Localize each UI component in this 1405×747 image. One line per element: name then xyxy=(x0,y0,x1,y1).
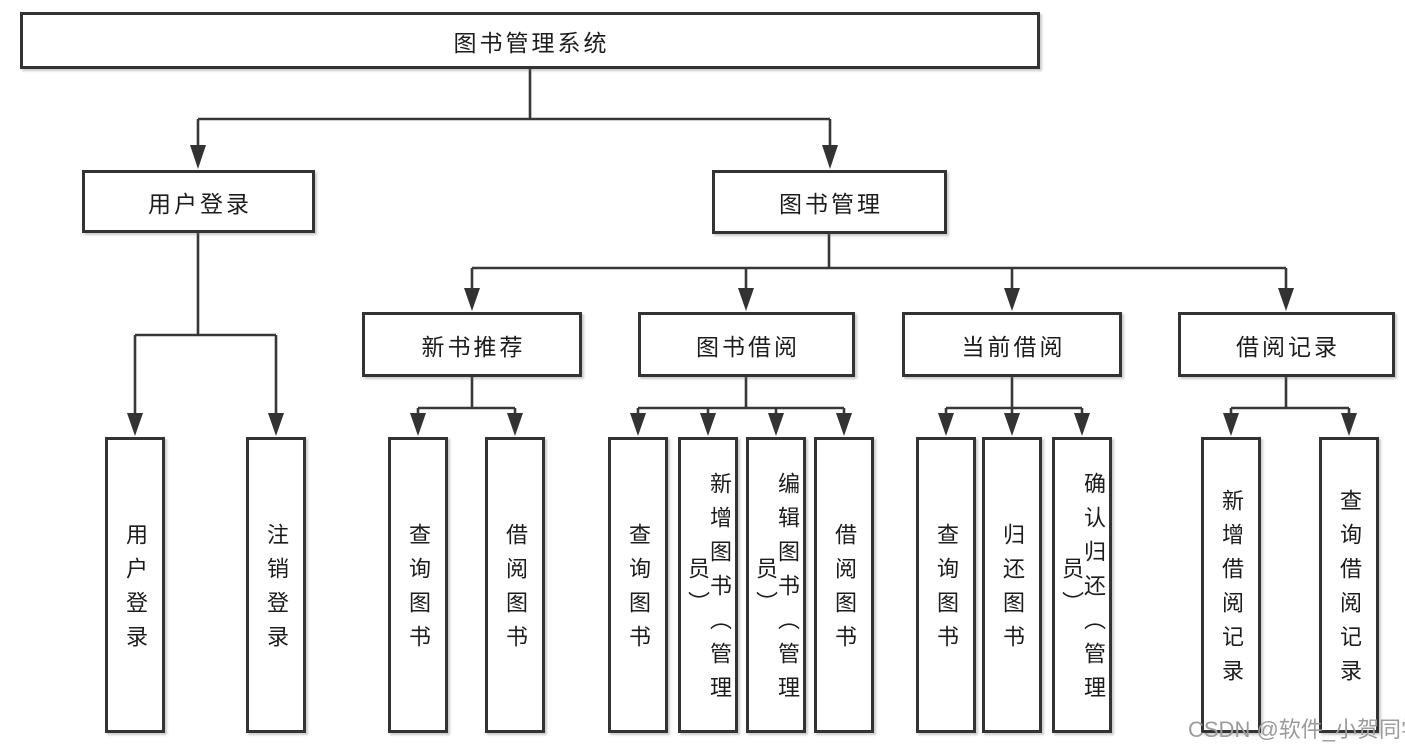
arrowhead-icon xyxy=(410,413,426,436)
leaf-query-borrow-record: 查询借阅记录 xyxy=(1319,437,1379,733)
arrowhead-icon xyxy=(938,413,954,436)
node-book-borrowing: 图书借阅 xyxy=(638,312,855,377)
connector-book-management-branch xyxy=(470,234,1288,290)
node-borrowing-records: 借阅记录 xyxy=(1178,312,1395,377)
node-library-management-system: 图书管理系统 xyxy=(20,12,1040,69)
arrowhead-icon xyxy=(464,288,480,311)
arrowhead-icon xyxy=(768,413,784,436)
node-book-management-module: 图书管理 xyxy=(712,170,947,234)
leaf-borrow-books-recommend: 借阅图书 xyxy=(485,437,545,733)
arrowhead-icon xyxy=(836,413,852,436)
leaf-user-login: 用户登录 xyxy=(105,437,165,733)
connector-user-login-branch xyxy=(133,233,278,415)
arrowhead-icon xyxy=(507,413,523,436)
leaf-return-book: 归还图书 xyxy=(982,437,1042,733)
arrowhead-icon xyxy=(1278,288,1294,311)
leaf-query-books-borrow: 查询图书 xyxy=(608,437,668,733)
leaf-add-book-admin: 新增图书（管理员） xyxy=(678,437,738,733)
arrowhead-icon xyxy=(700,413,716,436)
arrowhead-icon xyxy=(127,413,143,436)
arrowhead-icon xyxy=(1341,413,1357,436)
csdn-watermark: CSDN @软件_小贺同学 xyxy=(1188,717,1405,742)
connector-new-book-branch xyxy=(416,377,517,415)
leaf-logout: 注销登录 xyxy=(246,437,306,733)
leaf-borrow-books: 借阅图书 xyxy=(814,437,874,733)
node-current-borrowing: 当前借阅 xyxy=(902,312,1122,377)
arrowhead-icon xyxy=(1004,288,1020,311)
leaf-edit-book-admin: 编辑图书（管理员） xyxy=(746,437,806,733)
connector-current-borrow-branch xyxy=(944,377,1084,415)
arrowhead-icon xyxy=(190,145,206,169)
connector-borrow-records-branch xyxy=(1229,377,1351,415)
connector-book-borrow-branch xyxy=(636,377,846,415)
arrowhead-icon xyxy=(1004,413,1020,436)
connector-root-branch xyxy=(196,69,832,147)
leaf-add-borrow-record: 新增借阅记录 xyxy=(1201,437,1261,733)
node-new-book-recommend: 新书推荐 xyxy=(362,312,582,377)
node-user-login-module: 用户登录 xyxy=(82,170,315,233)
arrowhead-icon xyxy=(268,413,284,436)
arrowhead-icon xyxy=(738,288,754,311)
arrowhead-icon xyxy=(630,413,646,436)
leaf-query-books-recommend: 查询图书 xyxy=(388,437,448,733)
arrowhead-icon xyxy=(822,145,838,169)
leaf-query-books-current: 查询图书 xyxy=(916,437,976,733)
arrowhead-icon xyxy=(1074,413,1090,436)
arrowhead-icon xyxy=(1223,413,1239,436)
leaf-confirm-return-admin: 确认归还（管理员） xyxy=(1052,437,1112,733)
